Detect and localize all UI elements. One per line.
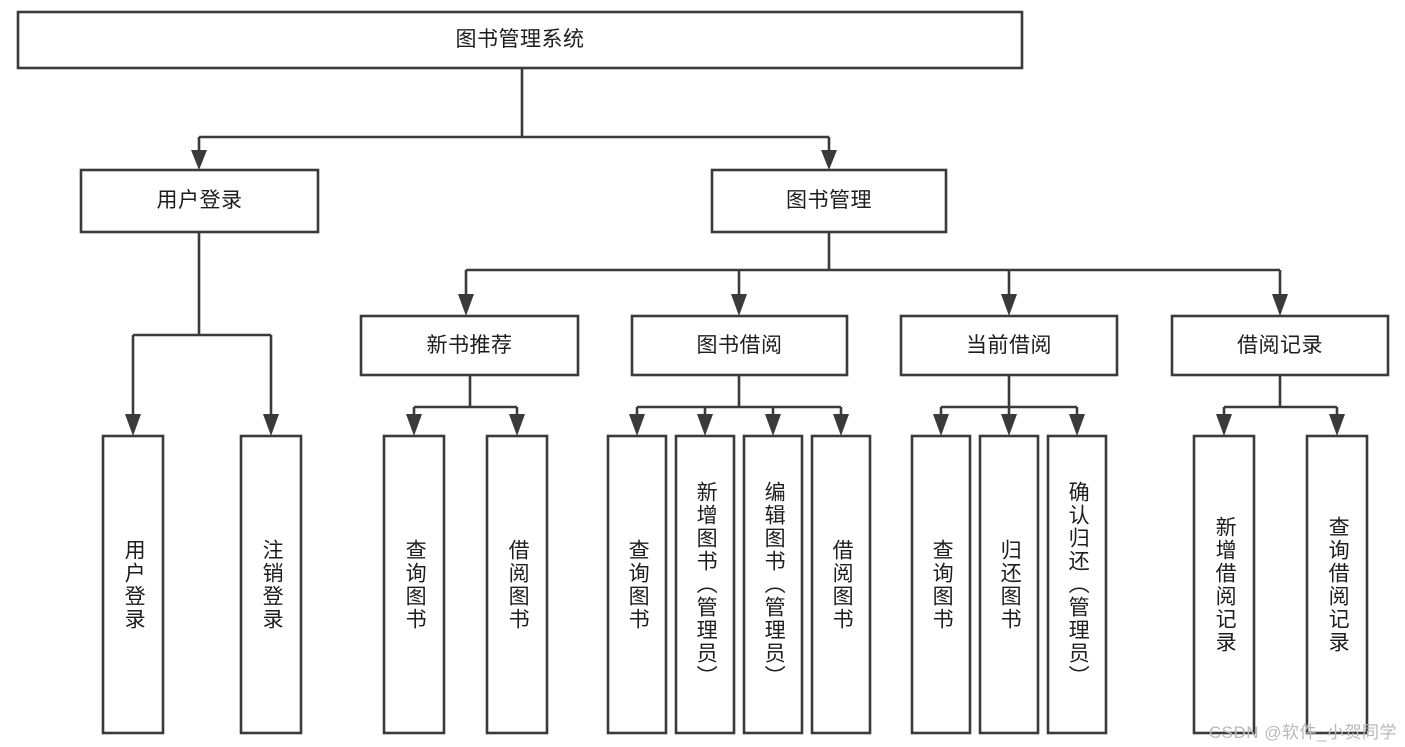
connector-root-to-level2 — [197, 68, 831, 152]
arrow-head-to-book-borrow — [731, 294, 747, 316]
node-box-current-borrow[interactable] — [899, 314, 1119, 377]
connector-user-login-to-leaves — [131, 232, 273, 418]
arrow-head-leaf-user-login — [125, 414, 141, 436]
node-box-leaf-edit-book[interactable] — [742, 434, 804, 735]
node-box-root[interactable] — [16, 10, 1024, 70]
connector-book-management-to-level3 — [464, 232, 1282, 298]
node-box-leaf-query-book-3[interactable] — [910, 434, 972, 735]
connector-borrow-records-to-leaves — [1222, 375, 1339, 418]
node-box-leaf-user-login[interactable] — [101, 434, 165, 735]
node-box-leaf-return-book[interactable] — [978, 434, 1040, 735]
arrow-head-leaf-return-book — [1001, 414, 1017, 436]
node-box-leaf-logout[interactable] — [239, 434, 303, 735]
connector-book-borrow-to-leaves — [635, 375, 843, 418]
arrow-head-leaf-logout — [263, 414, 279, 436]
node-box-leaf-query-book-2[interactable] — [606, 434, 668, 735]
arrow-head-leaf-query-book-1 — [406, 414, 422, 436]
node-box-leaf-add-book[interactable] — [674, 434, 736, 735]
arrow-head-to-borrow-records — [1272, 294, 1288, 316]
arrow-head-to-book-management — [821, 150, 837, 170]
arrow-head-leaf-confirm-return — [1069, 414, 1085, 436]
arrow-head-leaf-edit-book — [765, 414, 781, 436]
arrow-head-leaf-query-book-3 — [933, 414, 949, 436]
arrow-head-to-user-login — [191, 150, 207, 170]
node-box-leaf-confirm-return[interactable] — [1046, 434, 1108, 735]
node-box-new-book-recommend[interactable] — [359, 314, 580, 377]
arrow-head-leaf-add-book — [697, 414, 713, 436]
connector-new-book-recommend-to-leaves — [412, 375, 519, 418]
node-box-user-login[interactable] — [79, 168, 320, 234]
arrow-head-to-new-book-recommend — [458, 294, 474, 316]
arrow-head-leaf-borrow-book-2 — [833, 414, 849, 436]
connector-current-borrow-to-leaves — [939, 375, 1079, 418]
csdn-watermark: CSDN @软件_小贺同学 — [1208, 723, 1397, 742]
node-box-leaf-add-borrow-record[interactable] — [1192, 434, 1256, 735]
arrow-head-to-current-borrow — [1001, 294, 1017, 316]
node-box-borrow-records[interactable] — [1170, 314, 1390, 377]
node-box-book-management[interactable] — [710, 168, 948, 234]
arrow-head-leaf-query-book-2 — [629, 414, 645, 436]
arrow-head-leaf-query-borrow-record — [1329, 414, 1345, 436]
node-box-leaf-borrow-book-2[interactable] — [810, 434, 872, 735]
node-box-leaf-query-book-1[interactable] — [382, 434, 446, 735]
node-box-leaf-borrow-book-1[interactable] — [485, 434, 549, 735]
arrow-head-leaf-borrow-book-1 — [509, 414, 525, 436]
node-box-leaf-query-borrow-record[interactable] — [1305, 434, 1369, 735]
arrow-head-leaf-add-borrow-record — [1216, 414, 1232, 436]
node-box-book-borrow[interactable] — [630, 314, 849, 377]
